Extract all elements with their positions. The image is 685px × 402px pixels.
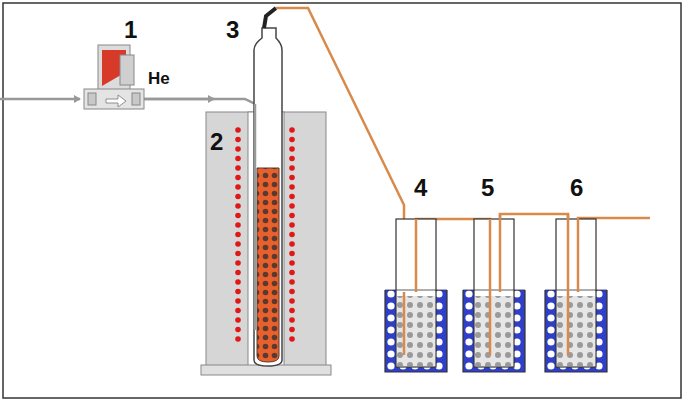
heater-coil: [289, 222, 295, 228]
heater-coil: [289, 279, 295, 285]
heater-coil: [235, 232, 241, 238]
outlet-tube: [403, 292, 406, 355]
gas-line: [0, 98, 80, 101]
heater-coil: [289, 213, 295, 219]
cold-trap: [385, 219, 447, 372]
gas-arrow: [140, 98, 214, 101]
heater-coil: [289, 260, 295, 266]
gas-label: He: [148, 70, 170, 87]
heater-coil: [289, 127, 295, 133]
mass-flow-controller: [84, 45, 144, 109]
heater-coil: [235, 165, 241, 171]
heater-coil: [235, 279, 241, 285]
frame: [3, 3, 681, 398]
heater-coil: [235, 146, 241, 152]
heater-coil: [289, 156, 295, 162]
heater-coil: [235, 137, 241, 143]
heater-coil: [289, 270, 295, 276]
heater-coil: [235, 317, 241, 323]
callout-number: 2: [210, 130, 223, 154]
heater-coil: [289, 137, 295, 143]
heater-coil: [235, 270, 241, 276]
heater-coil: [235, 184, 241, 190]
heater-coil: [289, 146, 295, 152]
heater-coil: [289, 336, 295, 342]
heater-coil: [289, 184, 295, 190]
callout-number: 5: [481, 176, 494, 200]
heater-coil: [235, 327, 241, 333]
outlet-tube: [489, 219, 492, 355]
heater-coil: [289, 203, 295, 209]
reactor-tube: [254, 8, 282, 366]
heater-coil: [289, 298, 295, 304]
heater-coil: [289, 251, 295, 257]
heater-coil: [235, 336, 241, 342]
cold-trap: [463, 219, 525, 372]
callout-number: 6: [570, 176, 583, 200]
callout-number: 3: [226, 18, 239, 42]
heater-coil: [235, 308, 241, 314]
heater-coil: [235, 175, 241, 181]
heater-coil: [235, 298, 241, 304]
heater-coil: [289, 194, 295, 200]
heater-coil: [235, 203, 241, 209]
heater-coil: [289, 165, 295, 171]
callout-number: 4: [414, 176, 427, 200]
heater-coil: [289, 317, 295, 323]
outlet-tube: [415, 219, 418, 292]
heater-coil: [235, 194, 241, 200]
outlet-tube: [499, 214, 502, 292]
heater-coil: [289, 241, 295, 247]
heater-coil: [235, 251, 241, 257]
heater-coil: [289, 175, 295, 181]
cold-trap: [545, 219, 607, 372]
heater-coil: [289, 289, 295, 295]
callout-number: 1: [124, 18, 137, 42]
heater-coil: [289, 308, 295, 314]
heater-coil: [235, 289, 241, 295]
heater-coil: [235, 127, 241, 133]
heater-coil: [235, 260, 241, 266]
heater-coil: [235, 222, 241, 228]
heater-coil: [289, 327, 295, 333]
outlet-tube: [577, 218, 580, 292]
heater-coil: [235, 241, 241, 247]
heater-coil: [235, 156, 241, 162]
heater-coil: [235, 213, 241, 219]
heater-coil: [289, 232, 295, 238]
outlet-tube: [567, 214, 570, 355]
